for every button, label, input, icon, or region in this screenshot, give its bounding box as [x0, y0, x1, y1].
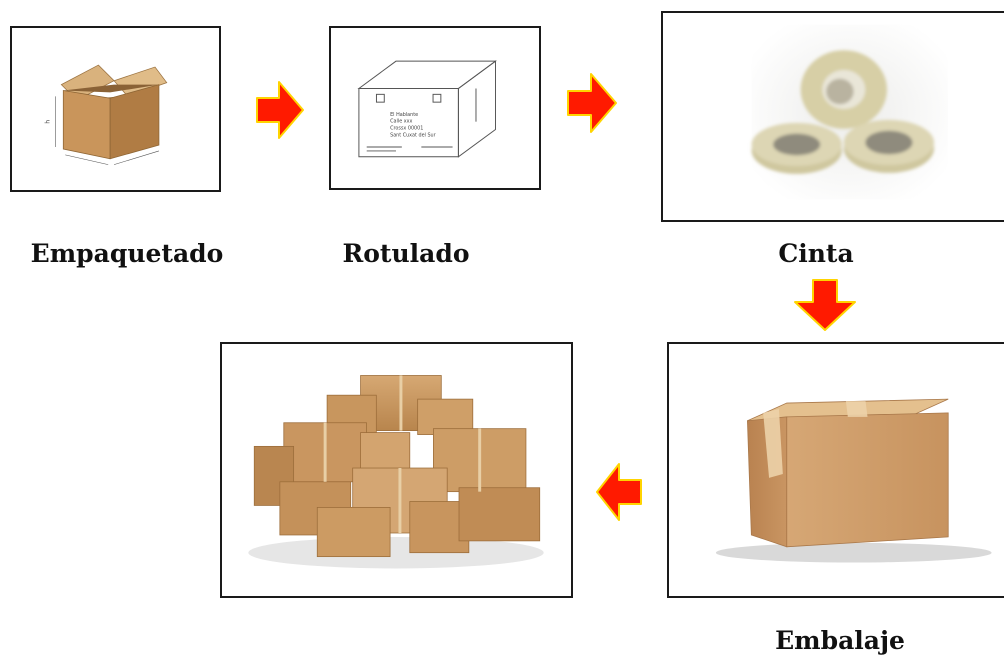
- red-flow-arrow-icon: [794, 279, 856, 331]
- box-label-line-2: Calle xxx: [390, 119, 412, 125]
- labeled-box-image: El Hablante Calle xxx Crossx 00001 Sant …: [329, 26, 541, 190]
- box-label-line-3: Crossx 00001: [390, 125, 423, 131]
- red-flow-arrow-icon: [256, 81, 304, 139]
- pile-of-boxes-icon: [248, 375, 544, 569]
- box-label-line-1: El Hablante: [390, 112, 418, 118]
- flow-arrow-right-1: [255, 80, 305, 140]
- open-box-image: h: [10, 26, 221, 192]
- box-pile-image: [220, 342, 573, 598]
- flow-arrow-down: [793, 278, 857, 332]
- red-flow-arrow-icon: [596, 463, 642, 521]
- sealed-cardboard-box-icon: [715, 398, 992, 563]
- step-label-embalaje: Embalaje: [775, 626, 905, 655]
- flow-arrow-left: [595, 462, 643, 522]
- packing-tape-rolls-icon: [751, 24, 948, 200]
- step-label-empaquetado: Empaquetado: [30, 239, 224, 268]
- red-flow-arrow-icon: [567, 73, 617, 133]
- sealed-box-image: [667, 342, 1004, 598]
- flow-arrow-right-2: [566, 72, 618, 134]
- box-label-line-4: Sant Cuxat del Sur: [390, 132, 436, 138]
- open-cardboard-box-icon: h: [46, 64, 168, 165]
- labeled-box-drawing-icon: El Hablante Calle xxx Crossx 00001 Sant …: [357, 60, 497, 158]
- step-label-rotulado: Rotulado: [342, 239, 470, 268]
- tape-rolls-image: [661, 11, 1004, 222]
- svg-text:h: h: [46, 120, 52, 124]
- step-label-cinta: Cinta: [778, 239, 854, 268]
